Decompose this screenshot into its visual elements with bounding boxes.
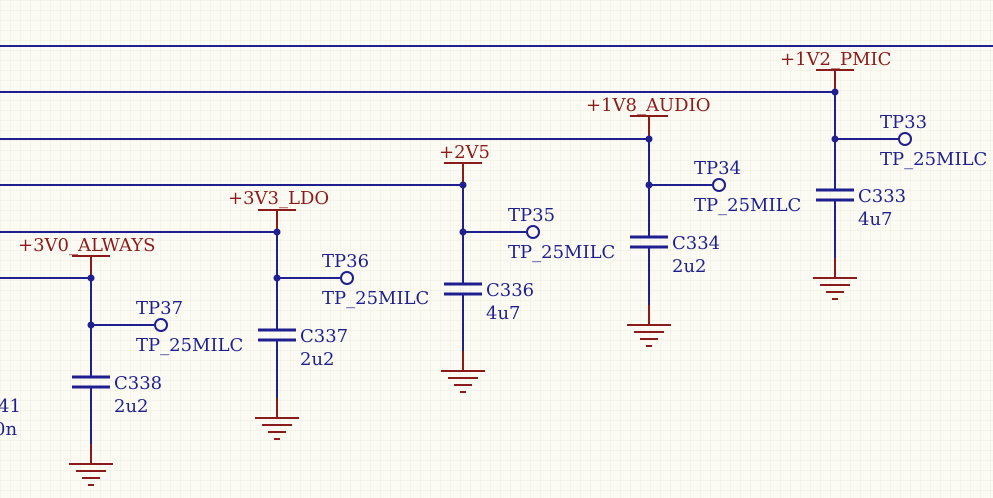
branch-3v0-always: +3V0_ALWAYS TP37 TP_25MILC C338 2u2: [18, 235, 243, 486]
cap-ref: C337: [300, 326, 348, 347]
cap-value: 2u2: [114, 396, 149, 417]
test-point-ring: [712, 178, 726, 192]
cap-ref: C334: [672, 233, 720, 254]
power-net-label: +3V0_ALWAYS: [18, 235, 155, 256]
cap-value: 4u7: [486, 303, 521, 324]
tp-ref: TP36: [322, 251, 369, 272]
tp-footprint: TP_25MILC: [880, 149, 987, 170]
test-point-ring: [898, 132, 912, 146]
cap-ref: C338: [114, 373, 162, 394]
branch-1v8-audio: +1V8_AUDIO TP34 TP_25MILC C334 2u2: [586, 95, 801, 347]
junction-dot: [273, 228, 281, 236]
branch-2v5: +2V5 TP35 TP_25MILC C336 4u7: [439, 142, 615, 393]
test-point-ring: [340, 271, 354, 285]
branch-1v2-pmic: +1V2_PMIC TP33 TP_25MILC C333 4u7: [780, 49, 987, 300]
tp-ref: TP33: [880, 112, 927, 133]
test-point-ring: [526, 225, 540, 239]
test-point-ring: [154, 318, 168, 332]
partial-label: 41: [0, 396, 21, 417]
junction-dot: [87, 274, 95, 282]
tp-ref: TP37: [136, 298, 183, 319]
junction-dot: [459, 181, 467, 189]
tp-footprint: TP_25MILC: [322, 288, 429, 309]
power-net-label: +1V8_AUDIO: [586, 95, 710, 116]
tp-ref: TP35: [508, 205, 555, 226]
cap-value: 2u2: [300, 349, 335, 370]
junction-dot: [645, 135, 653, 143]
power-net-label: +1V2_PMIC: [780, 49, 891, 70]
tp-footprint: TP_25MILC: [136, 335, 243, 356]
power-net-label: +2V5: [439, 142, 490, 163]
junction-dot: [831, 88, 839, 96]
tp-ref: TP34: [694, 158, 741, 179]
tp-footprint: TP_25MILC: [694, 195, 801, 216]
cap-value: 4u7: [858, 209, 893, 230]
power-net-label: +3V3_LDO: [228, 188, 329, 209]
cap-ref: C336: [486, 280, 534, 301]
partial-label: 0n: [0, 419, 17, 440]
cap-ref: C333: [858, 186, 906, 207]
tp-footprint: TP_25MILC: [508, 242, 615, 263]
cap-value: 2u2: [672, 256, 707, 277]
branch-3v3-ldo: +3V3_LDO TP36 TP_25MILC C337 2u2: [228, 188, 429, 440]
